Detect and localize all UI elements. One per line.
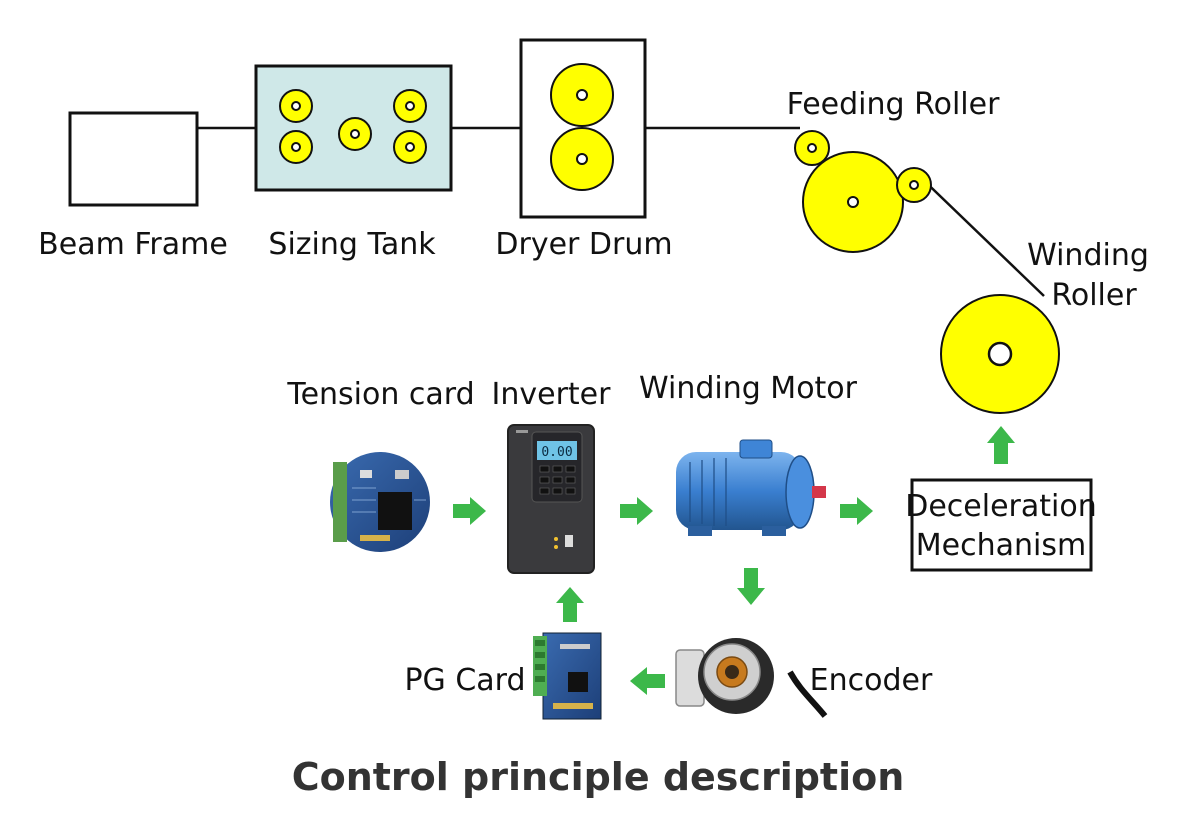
sizing-tank xyxy=(254,64,453,192)
dryer-drum xyxy=(519,38,647,219)
arrow-inverter-to-motor xyxy=(620,497,653,525)
sizing-tank-rollers xyxy=(279,89,427,164)
dryer-drum-rollers xyxy=(550,63,614,191)
label-feeding-roller: Feeding Roller xyxy=(787,87,1000,122)
label-deceleration-line2: Mechanism xyxy=(916,528,1086,563)
label-tension-card: Tension card xyxy=(286,377,474,412)
deceleration-mechanism-box xyxy=(910,478,1093,572)
arrow-pg-card-to-inverter xyxy=(556,587,584,622)
beam-frame-box xyxy=(68,111,199,207)
winding-motor-image xyxy=(676,439,826,536)
arrow-encoder-to-pg-card xyxy=(630,667,665,695)
winding-roller xyxy=(940,294,1060,414)
tension-card-image xyxy=(330,452,430,552)
flow-arrows xyxy=(453,426,1015,695)
arrow-tension-to-inverter xyxy=(453,497,486,525)
inverter-display-value: 0.00 xyxy=(541,445,572,460)
label-pg-card: PG Card xyxy=(404,663,525,698)
arrow-motor-to-encoder xyxy=(737,568,765,605)
label-dryer-drum: Dryer Drum xyxy=(495,227,672,262)
arrow-motor-to-deceleration xyxy=(840,497,873,525)
inverter-image: 0.00 xyxy=(507,424,595,574)
label-beam-frame: Beam Frame xyxy=(38,227,228,262)
inverter-display xyxy=(537,441,577,460)
pg-card-image xyxy=(533,632,602,720)
label-deceleration-line1: Deceleration xyxy=(905,489,1096,524)
label-encoder: Encoder xyxy=(810,663,933,698)
encoder-image xyxy=(675,638,828,718)
feeding-roller xyxy=(794,130,932,253)
arrow-deceleration-to-winding-roller xyxy=(987,426,1015,464)
label-winding-motor: Winding Motor xyxy=(639,371,858,406)
label-sizing-tank: Sizing Tank xyxy=(268,227,436,262)
label-winding-roller-line2: Roller xyxy=(1051,278,1137,313)
label-winding-roller-line1: Winding xyxy=(1027,238,1149,273)
label-inverter: Inverter xyxy=(492,377,612,412)
diagram-caption: Control principle description xyxy=(292,755,905,799)
